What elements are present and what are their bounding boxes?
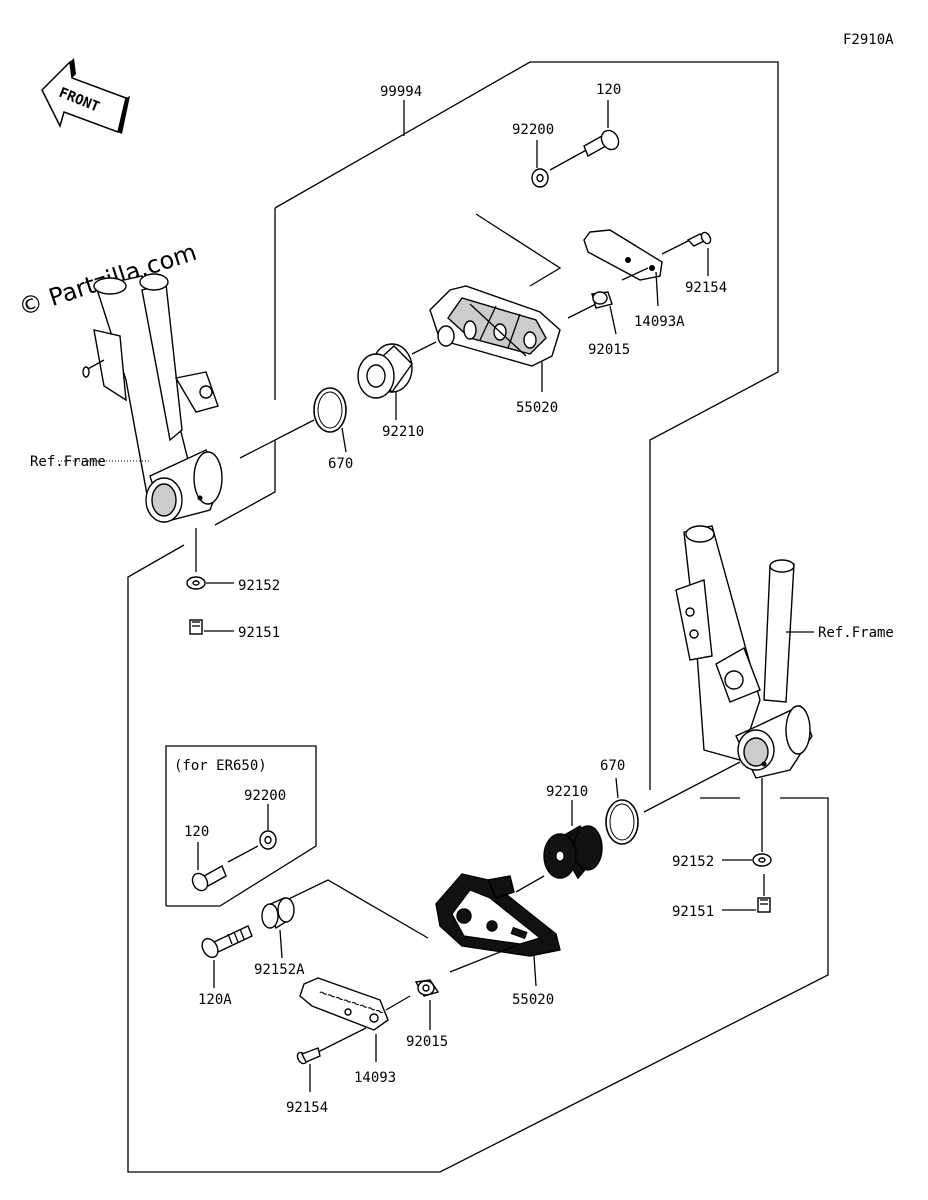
label-55020-bottom: 55020: [512, 992, 554, 1008]
washer-92200-top: [531, 140, 549, 188]
label-92154-bottom: 92154: [286, 1100, 328, 1116]
screw-92154-bottom: [296, 1047, 321, 1092]
nut-92152-left: [186, 576, 234, 590]
damper-92210-bottom: [515, 800, 603, 893]
label-55020-top: 55020: [516, 400, 558, 416]
screw-92154-top: [661, 231, 712, 276]
label-14093: 14093: [354, 1070, 396, 1086]
figure-code: F2910A: [843, 32, 894, 48]
label-99994: 99994: [380, 84, 422, 100]
label-92152-right: 92152: [672, 854, 714, 870]
spacer-92152A: [261, 897, 295, 959]
plate-14093A: [583, 229, 663, 307]
label-92015-bottom: 92015: [406, 1034, 448, 1050]
label-120-bottom: 120: [184, 824, 209, 840]
label-92152-left: 92152: [238, 578, 280, 594]
label-92152A: 92152A: [254, 962, 305, 978]
bolt-120A: [201, 925, 253, 988]
frame-slider-55020-bottom: [435, 873, 561, 987]
frame-slider-55020-top: [411, 285, 561, 392]
frame-left: [82, 273, 223, 523]
o-ring-670-top: [239, 387, 347, 459]
o-ring-670-bottom: [605, 761, 741, 845]
label-120-top: 120: [596, 82, 621, 98]
damper-92210-top: [357, 343, 413, 420]
label-92154-top: 92154: [685, 280, 727, 296]
label-92151-left: 92151: [238, 625, 280, 641]
label-670-top: 670: [328, 456, 353, 472]
variant-note: (for ER650): [174, 758, 267, 774]
label-92200-top: 92200: [512, 122, 554, 138]
collar-92015-bottom: [385, 979, 440, 1030]
front-arrow-icon: FRONT: [41, 58, 130, 134]
bolt-120-top: [549, 100, 620, 171]
label-92210-top: 92210: [382, 424, 424, 440]
label-670-bottom: 670: [600, 758, 625, 774]
label-14093A: 14093A: [634, 314, 685, 330]
label-ref-frame-right: Ref.Frame: [818, 625, 894, 641]
frame-right: [675, 525, 813, 779]
bolt-92151-left: [189, 619, 234, 635]
er650-variant-box: (for ER650): [165, 745, 317, 907]
label-92015-top: 92015: [588, 342, 630, 358]
label-92151-right: 92151: [672, 904, 714, 920]
bolt-92151-right: [722, 874, 771, 913]
label-ref-frame-left: Ref.Frame: [30, 454, 106, 470]
label-92210-bottom: 92210: [546, 784, 588, 800]
upper-kit-outline: [127, 61, 829, 1173]
label-92200-bottom: 92200: [244, 788, 286, 804]
nut-92152-right: [722, 853, 772, 867]
collar-92015-top: [567, 267, 649, 335]
label-120A: 120A: [198, 992, 232, 1008]
